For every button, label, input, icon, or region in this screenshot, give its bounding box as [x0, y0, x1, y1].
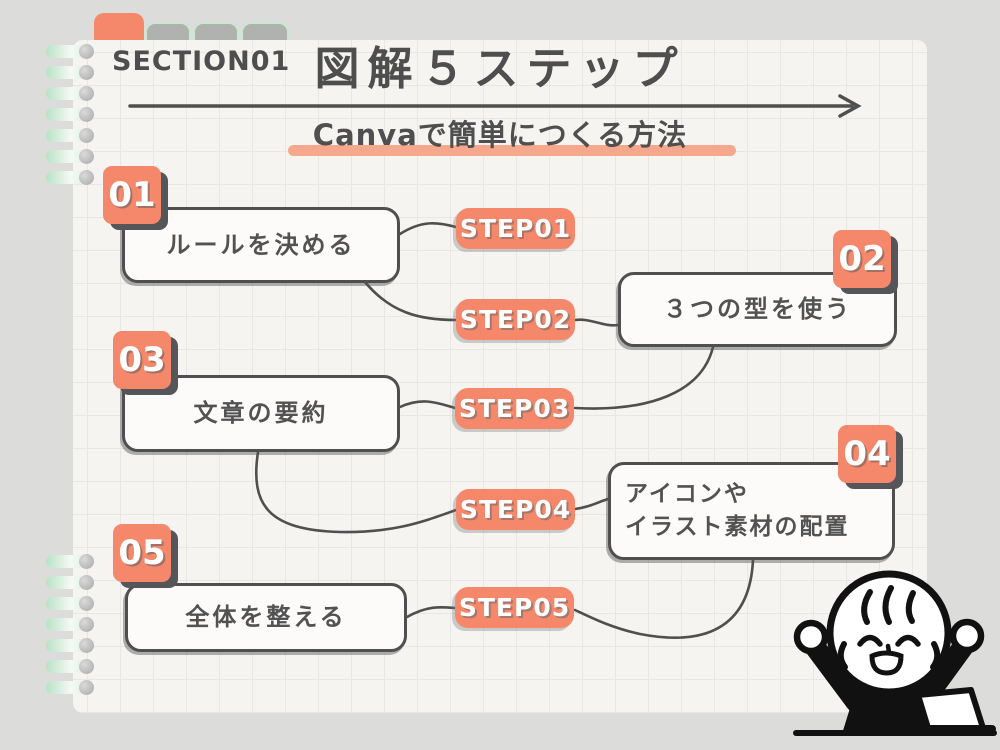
- connector-box2-step03: [573, 345, 715, 410]
- binder-ring-icon: [46, 617, 94, 632]
- binder-ring-icon: [46, 86, 94, 101]
- connector-box3-step03: [398, 400, 457, 410]
- step-number-badge-01: 01: [103, 166, 161, 224]
- binder-ring-group-top: [46, 44, 94, 185]
- binder-ring-icon: [46, 107, 94, 122]
- connector-step02-box2: [573, 318, 620, 327]
- step-number-badge-03: 03: [113, 331, 171, 389]
- binder-ring-icon: [46, 575, 94, 590]
- step-number-badge-02: 02: [833, 230, 891, 288]
- step-number-badge-04: 04: [838, 425, 896, 483]
- binder-ring-icon: [46, 638, 94, 653]
- cheering-person-icon: [793, 570, 997, 736]
- flow-box-01: ルールを決める: [122, 207, 400, 283]
- connector-box4-step05: [573, 558, 755, 639]
- step-pill-01: STEP01: [456, 208, 575, 249]
- flow-box-03: 文章の要約: [122, 375, 400, 452]
- step-number-badge-05: 05: [113, 524, 171, 582]
- step-pill-05: STEP05: [455, 587, 574, 628]
- page-subtitle: Canvaで簡単につくる方法: [312, 118, 688, 152]
- binder-ring-icon: [46, 554, 94, 569]
- binder-ring-icon: [46, 149, 94, 164]
- flow-box-label: アイコンや: [625, 480, 749, 507]
- step-pill-02: STEP02: [456, 299, 575, 340]
- flow-box-label: ３つの型を使う: [663, 295, 852, 324]
- binder-ring-icon: [46, 680, 94, 695]
- connector-box5-step05: [405, 605, 457, 619]
- subtitle-highlight-bar: [288, 145, 736, 156]
- connector-box1-step02: [363, 280, 458, 322]
- step-pill-03: STEP03: [455, 388, 574, 429]
- binder-ring-icon: [46, 128, 94, 143]
- binder-ring-icon: [46, 170, 94, 185]
- connector-box1-step01: [398, 222, 458, 236]
- connector-step04-box4: [573, 497, 610, 511]
- flow-box-label: 全体を整える: [185, 603, 347, 632]
- page-title: 図解５ステップ: [314, 42, 686, 95]
- flow-box-label: 文章の要約: [193, 399, 329, 428]
- timeline-arrowhead-icon: [838, 94, 862, 118]
- binder-ring-icon: [46, 65, 94, 80]
- binder-ring-group-bottom: [46, 554, 94, 695]
- flow-box-label: ルールを決める: [166, 230, 356, 259]
- step-pill-04: STEP04: [456, 489, 575, 530]
- section-label: SECTION01: [112, 46, 291, 77]
- flow-box-05: 全体を整える: [125, 583, 407, 652]
- binder-ring-icon: [46, 596, 94, 611]
- connector-box3-step04: [254, 450, 458, 534]
- binder-ring-icon: [46, 659, 94, 674]
- binder-ring-icon: [46, 44, 94, 59]
- flow-box-label: イラスト素材の配置: [625, 514, 850, 540]
